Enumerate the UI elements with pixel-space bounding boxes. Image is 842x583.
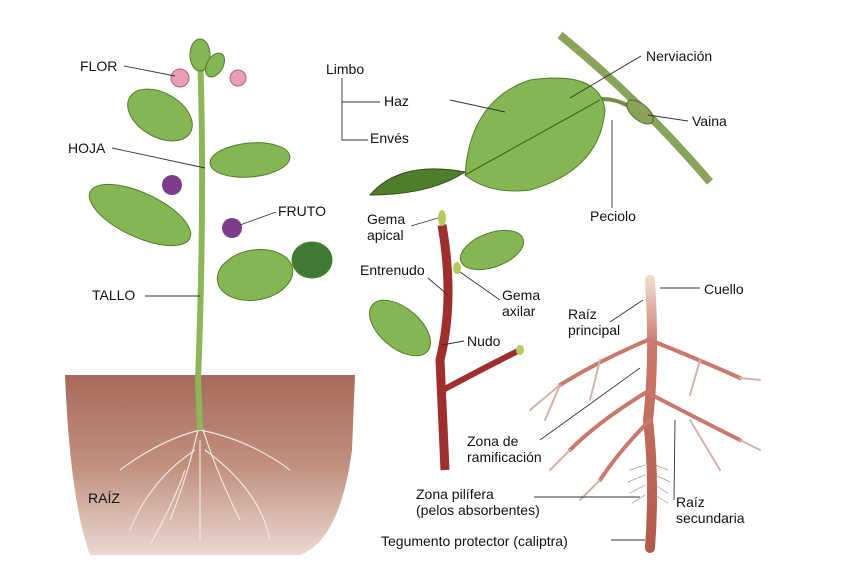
- leaf: [189, 38, 211, 72]
- leaf-blade: [464, 77, 606, 192]
- label-haz: Haz: [384, 93, 409, 109]
- label-tallo: TALLO: [92, 287, 136, 303]
- label-cuello: Cuello: [704, 281, 744, 297]
- axillary-bud: [453, 262, 461, 274]
- label-enves: Envés: [370, 130, 409, 146]
- label-peciolo: Peciolo: [590, 208, 636, 224]
- main-root: [642, 275, 658, 553]
- red-stem: [435, 224, 453, 471]
- label-nudo: Nudo: [467, 333, 501, 349]
- flower: [170, 68, 190, 88]
- apical-bud: [438, 210, 446, 226]
- label-limbo: Limbo: [326, 61, 365, 77]
- leader-lines: [111, 55, 700, 541]
- label-vaina: Vaina: [692, 113, 727, 129]
- berry: [222, 218, 242, 238]
- label-fruto: FRUTO: [278, 203, 326, 219]
- soil: [65, 375, 355, 555]
- leaf: [216, 249, 294, 301]
- plant-stem: [194, 49, 206, 431]
- leaf-anatomy: [368, 31, 714, 196]
- label-raiz: RAÍZ: [88, 490, 120, 506]
- leaf: [127, 88, 193, 142]
- label-entrenudo: Entrenudo: [360, 262, 425, 278]
- berry: [162, 175, 182, 195]
- label-nerviacion: Nerviación: [646, 48, 713, 64]
- leaf: [291, 241, 333, 279]
- label-hoja: HOJA: [68, 140, 106, 156]
- leaf: [459, 229, 525, 271]
- leaf: [88, 183, 192, 247]
- label-zona-pilifera: Zona pilífera(pelos absorbentes): [416, 486, 540, 518]
- leaf: [369, 299, 431, 357]
- stem-anatomy: [369, 210, 525, 471]
- plant-roots: [119, 419, 291, 546]
- flower: [229, 69, 247, 87]
- label-flor: FLOR: [80, 58, 118, 74]
- leaf: [205, 52, 225, 78]
- root-hairs: [627, 464, 671, 504]
- sheath: [626, 99, 654, 125]
- label-tegumento: Tegumento protector (caliptra): [381, 533, 568, 549]
- leaf: [209, 142, 291, 178]
- whole-plant: [65, 38, 355, 555]
- leaf-underside: [368, 168, 467, 196]
